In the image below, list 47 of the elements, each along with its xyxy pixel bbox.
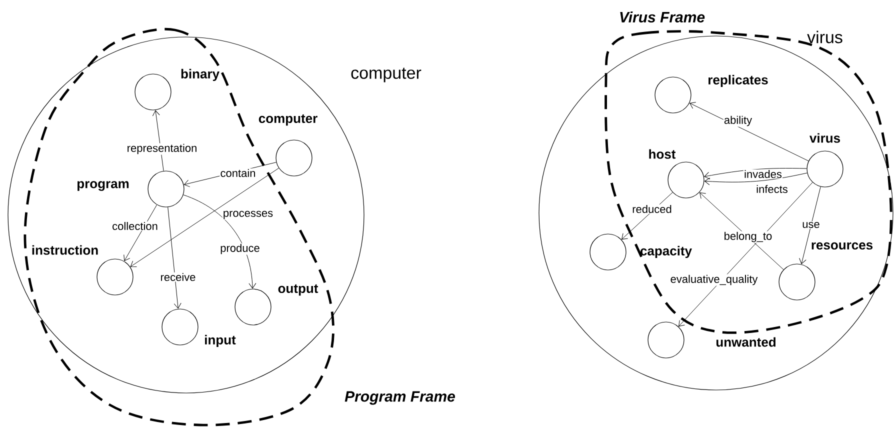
edge-label: use [802, 221, 820, 229]
edge-label: representation [126, 143, 198, 155]
node-label: resources [812, 242, 873, 250]
frame-title: Program Frame [344, 391, 455, 405]
edge-label: contain [220, 168, 256, 178]
concept-node: binary [134, 68, 220, 110]
arrow [690, 102, 809, 162]
concept-node: replicates [654, 74, 768, 114]
concept-node: input [162, 308, 236, 348]
node-label: capacity [640, 246, 692, 258]
edge-label: invades [743, 169, 783, 179]
edge-label: produce [220, 243, 260, 255]
edge-label: collection [111, 221, 159, 231]
edge-label: belong_to [723, 231, 773, 243]
arrow [130, 168, 280, 268]
node-label: instruction [32, 245, 98, 255]
edge-label: evaluative_quality [670, 274, 758, 286]
node-label: output [278, 284, 318, 296]
arrow [799, 186, 821, 264]
concept-node: program [78, 170, 184, 208]
node-label: program [78, 181, 129, 191]
node-label: binary [181, 68, 220, 82]
node-label: computer [351, 68, 422, 82]
edge-label: ability [723, 115, 753, 127]
concept-node: capacity [590, 234, 692, 270]
concept-node: output [234, 284, 318, 326]
arrow [704, 172, 808, 186]
node-label: computer [258, 114, 318, 126]
node-label: host [649, 149, 676, 159]
concept-node: unwanted [648, 322, 776, 358]
node-label: replicates [708, 74, 768, 88]
edge-label: receive [160, 272, 196, 282]
node-label: input [205, 334, 236, 348]
concept-node: resources [778, 242, 873, 300]
arrow [168, 206, 182, 309]
frame-title: Virus Frame [620, 12, 705, 22]
arrow [704, 168, 807, 180]
node-label: virus [810, 133, 840, 143]
edge-label: infects [756, 184, 788, 194]
concept-node: instruction [32, 245, 134, 296]
concept-node: host [649, 149, 704, 198]
node-label: unwanted [716, 337, 776, 347]
concept-node: computer [258, 114, 318, 176]
arrow [183, 194, 256, 289]
edge-label: processes [222, 210, 274, 220]
concept-node: virus [806, 133, 844, 188]
edge-label: reduced [632, 204, 672, 214]
